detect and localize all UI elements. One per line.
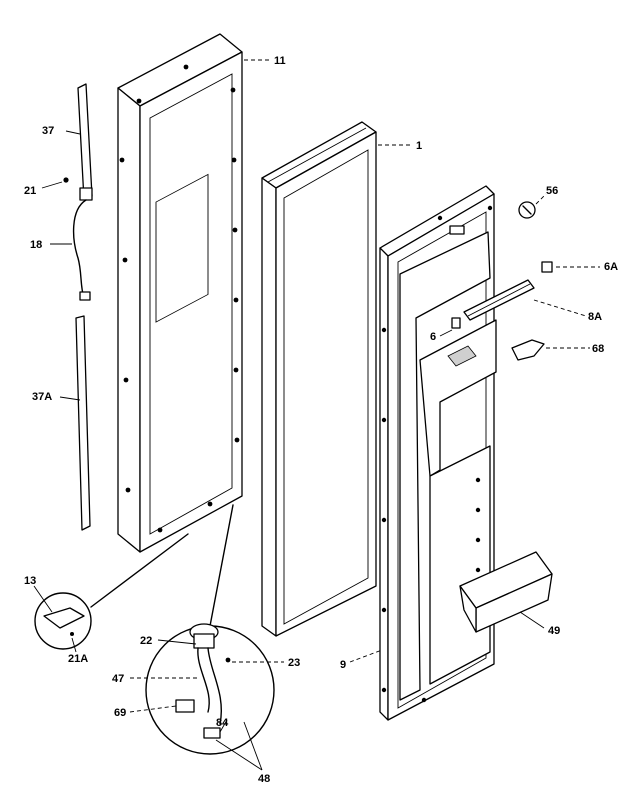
label-23: 23 [288, 657, 300, 669]
label-56: 56 [546, 185, 558, 197]
door-gasket [261, 121, 377, 637]
bracket-detail [34, 533, 189, 650]
label-49: 49 [548, 625, 560, 637]
label-37a: 37A [32, 391, 52, 403]
left-side-parts [63, 83, 93, 531]
label-37: 37 [42, 125, 54, 137]
label-18: 18 [30, 239, 42, 251]
label-9: 9 [340, 659, 346, 671]
label-6a: 6A [604, 261, 618, 273]
label-69: 69 [114, 707, 126, 719]
small-parts-right [451, 201, 553, 361]
wiring-detail [145, 504, 275, 755]
label-6: 6 [430, 331, 436, 343]
label-22: 22 [140, 635, 152, 647]
label-21: 21 [24, 185, 36, 197]
door-bin [459, 551, 553, 633]
label-68: 68 [592, 343, 604, 355]
part-labels: 11 1 37 21 18 37A 56 6A 8A 6 68 13 21A 2… [24, 55, 618, 785]
label-84: 84 [216, 717, 229, 729]
leader-lines [33, 59, 600, 771]
label-47: 47 [112, 673, 124, 685]
inner-door-liner [379, 185, 497, 721]
label-8a: 8A [588, 311, 602, 323]
label-11: 11 [274, 55, 286, 67]
outer-door-panel [117, 33, 243, 553]
label-13: 13 [24, 575, 36, 587]
label-21a: 21A [68, 653, 88, 665]
label-1: 1 [416, 140, 422, 152]
label-48: 48 [258, 773, 270, 785]
